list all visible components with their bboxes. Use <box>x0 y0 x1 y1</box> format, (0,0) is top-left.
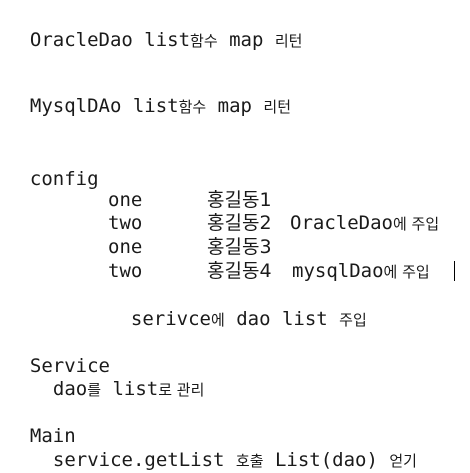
code-text: dao list <box>224 308 340 330</box>
config-name: 홍길동2 <box>207 212 272 234</box>
korean-text: 함수 <box>190 32 218 50</box>
korean-text: 리턴 <box>274 32 303 50</box>
code-text: MysqlDAo list <box>29 95 179 117</box>
korean-text: 호출 <box>235 452 264 470</box>
korean-text: 로 관리 <box>158 381 205 399</box>
config-row-4: two 홍길동4 mysqlDao에 주입 <box>0 259 470 283</box>
text-line-main: Main <box>7 400 76 447</box>
text-line-config: config <box>7 143 99 190</box>
korean-text: 함수 <box>178 98 207 116</box>
config-row-3: one 홍길동3 <box>0 235 470 259</box>
code-text: OracleDao <box>290 212 393 234</box>
code-text: OracleDao list <box>29 29 191 51</box>
config-injection: OracleDao에 주입 <box>290 211 439 236</box>
korean-text: 를 <box>87 381 102 399</box>
text-line-mysqldao: MysqlDAo list함수 map 리턴 <box>7 70 291 117</box>
config-name: 홍길동3 <box>207 236 272 258</box>
code-text: service.getList <box>52 449 236 471</box>
config-name: 홍길동1 <box>207 189 272 211</box>
code-text: map <box>206 95 264 117</box>
text-line-service: Service <box>7 330 110 377</box>
config-key: two <box>108 260 143 282</box>
code-text: config <box>29 168 99 190</box>
korean-text: 에 주입 <box>392 215 440 233</box>
code-text: List(dao) <box>263 449 390 471</box>
text-line-service-inject: serivce에 dao list 주입 <box>108 283 367 330</box>
config-injection: mysqlDao에 주입 <box>292 259 430 284</box>
korean-text: 주입 <box>339 311 367 329</box>
text-line-dao-list: dao를 list로 관리 <box>30 353 205 400</box>
config-key: one <box>108 236 143 258</box>
text-line-getlist: service.getList 호출 List(dao) 얻기 <box>30 424 417 471</box>
korean-text: 에 <box>210 311 225 329</box>
text-line-oracledao: OracleDao list함수 map 리턴 <box>7 4 303 51</box>
code-text: dao <box>52 378 88 400</box>
config-row-2: two 홍길동2 OracleDao에 주입 <box>0 211 470 235</box>
config-key: one <box>108 189 143 211</box>
config-row-1: one 홍길동1 <box>0 188 470 212</box>
text-cursor <box>454 261 455 281</box>
code-text: Service <box>29 355 110 377</box>
code-text: serivce <box>130 308 211 330</box>
config-key: two <box>108 212 143 234</box>
code-text: Main <box>29 425 76 447</box>
code-text: map <box>217 29 275 51</box>
config-name: 홍길동4 <box>207 260 272 282</box>
korean-text: 에 주입 <box>383 263 430 281</box>
code-text: list <box>101 378 159 400</box>
code-text: mysqlDao <box>292 260 384 282</box>
korean-text: 리턴 <box>263 98 292 116</box>
korean-text: 얻기 <box>389 452 417 470</box>
